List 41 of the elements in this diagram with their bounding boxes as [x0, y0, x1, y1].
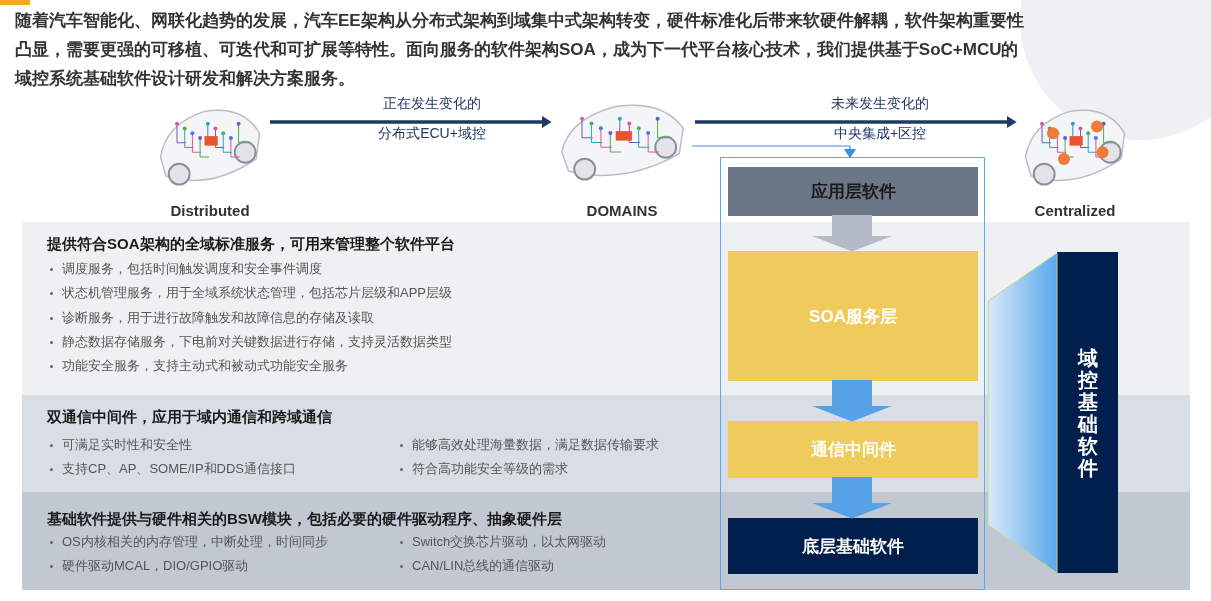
layer-box — [728, 518, 978, 574]
layer-box — [728, 167, 978, 216]
bullet-text: 调度服务，包括时间触发调度和安全事件调度 — [62, 260, 322, 278]
layer-box — [728, 421, 978, 478]
bullet-text: 符合高功能安全等级的需求 — [412, 460, 568, 478]
bullet-text: 可满足实时性和安全性 — [62, 436, 192, 454]
block-arrow — [812, 215, 892, 252]
edge-label: 正在发生变化的 — [382, 95, 482, 113]
edge-label: 未来发生变化的 — [830, 95, 930, 113]
layer-label: 通信中间件 — [810, 439, 896, 461]
bullet-text: 能够高效处理海量数据，满足数据传输要求 — [412, 436, 659, 454]
bullet-text: Switch交换芯片驱动，以太网驱动 — [412, 533, 607, 551]
intro-paragraph: 随着汽车智能化、网联化趋势的发展，汽车EE架构从分布式架构到域集中式架构转变，硬件标准化后带来软硬件解耦，软件架构重要性凸显，需要更强的可移植、可迭代和可扩展等特性。面向服务的软件架构SOA，成为下一代平台核心技术，我们提供基于SoC+MCU的域控系统基础软件设计研发和解决方案服务。 — [15, 10, 1025, 90]
block-arrow — [812, 380, 892, 422]
section-heading: 双通信中间件，应用于域内通信和跨域通信 — [47, 407, 332, 427]
vertical-label: 域控基础软件 — [1077, 346, 1098, 479]
bullet-text: 诊断服务，用于进行故障触发和故障信息的存储及读取 — [62, 309, 374, 327]
car-caption: DOMAINS — [585, 202, 659, 219]
layer-label: 底层基础软件 — [802, 535, 904, 558]
car-caption: Centralized — [1033, 202, 1117, 219]
arrow-caption: 中央集成+区控 — [832, 125, 928, 143]
arrow-caption: 分布式ECU+域控 — [377, 125, 487, 143]
bullet-text: 硬件驱动MCAL，DIO/GPIO驱动 — [62, 557, 249, 575]
bullet-text: 状态机管理服务，用于全域系统状态管理，包括芯片层级和APP层级 — [62, 284, 452, 302]
car-caption: Distributed — [169, 202, 251, 219]
arrow — [270, 116, 552, 128]
bullet-text: 静态数据存储服务，下电前对关键数据进行存储，支持灵活数据类型 — [62, 333, 452, 351]
arrow — [691, 145, 856, 159]
bullet-text: CAN/LIN总线的通信驱动 — [412, 557, 555, 575]
bullet-text: 功能安全服务，支持主动式和被动式功能安全服务 — [62, 357, 348, 375]
layer-label: 应用层软件 — [810, 181, 896, 203]
section-heading: 提供符合SOA架构的全域标准服务，可用来管理整个软件平台 — [47, 234, 455, 254]
layer-label: SOA服务层 — [809, 305, 897, 328]
arrow — [695, 116, 1017, 128]
vertical-bar — [1057, 252, 1118, 573]
section-heading: 基础软件提供与硬件相关的BSW模块，包括必要的硬件驱动程序、抽象硬件层 — [47, 509, 562, 529]
layer-box — [728, 251, 978, 381]
bullet-text: OS内核相关的内存管理，中断处理，时间同步 — [62, 533, 328, 551]
bullet-text: 支持CP、AP、SOME/IP和DDS通信接口 — [62, 460, 297, 478]
block-arrow — [812, 477, 892, 519]
layer-stack-frame — [720, 157, 985, 590]
